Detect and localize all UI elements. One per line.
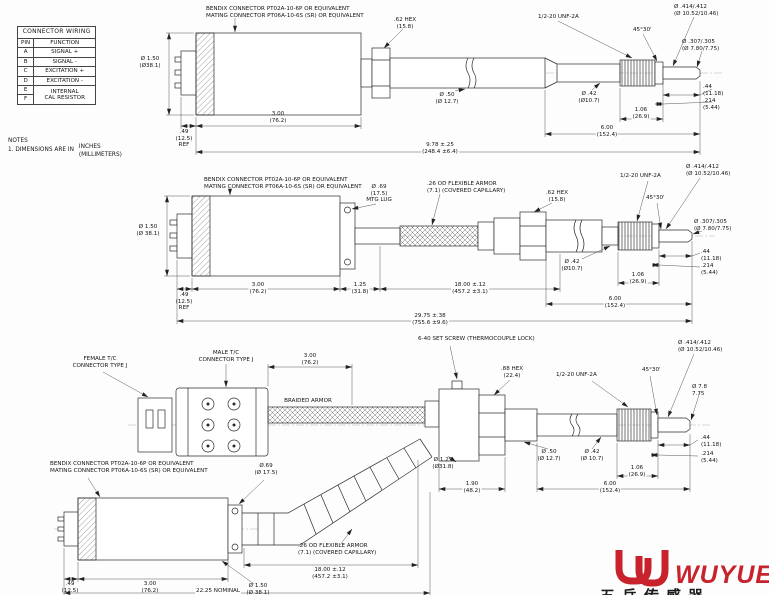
notes-inches: INCHES xyxy=(78,144,101,151)
d1-hex-label: .62 HEX (15.8) xyxy=(393,17,417,30)
table-row: E INTERNAL CAL RESISTOR xyxy=(16,84,97,105)
d2-tip-major-dia: Ø .414/.412 (Ø 10.52/10.46) xyxy=(686,164,731,177)
d2-dim-600: 6.00 (152.4) xyxy=(603,296,627,310)
d2-connector-note: BENDIX CONNECTOR PT02A-10-6P OR EQUIVALE… xyxy=(204,177,362,190)
transducer-drawing-2 xyxy=(164,177,715,324)
d3-male-tc-label: MALE T/C CONNECTOR TYPE J xyxy=(198,350,254,363)
d1-dim-600: 6.00 (152.4) xyxy=(595,125,619,139)
d3-dim-106: 1.06 (26.9) xyxy=(627,465,647,479)
wiring-col-function: FUNCTION xyxy=(33,37,97,49)
wiring-col-pin: PIN xyxy=(16,37,35,49)
notes-millimeters: (MILLIMETERS) xyxy=(78,152,122,159)
d1-dim-300: 3.00 (76.2) xyxy=(269,111,287,124)
d3-thread-label: 1/2-20 UNF-2A xyxy=(556,372,597,378)
d2-armor-label: .26 OD FLEXIBLE ARMOR (7.1) (COVERED CAP… xyxy=(427,181,506,194)
notes-line1: 1. DIMENSIONS ARE IN xyxy=(8,147,74,154)
d2-dim-214: .214 (5.44) xyxy=(701,263,718,276)
d3-stem-dia: Ø .42 (Ø 10.7) xyxy=(580,449,604,462)
d1-body-dia: Ø 1.50 (Ø38.1) xyxy=(139,56,161,69)
d3-tip-major-dia: Ø .414/.412 (Ø 10.52/10.46) xyxy=(678,340,723,353)
table-row: A SIGNAL + xyxy=(16,47,97,58)
d2-hex-label: .62 HEX (15.8) xyxy=(545,190,569,203)
d2-dim-106: 1.06 (26.9) xyxy=(628,272,648,286)
table-row: B SIGNAL - xyxy=(16,56,97,68)
d2-mtg-lug-label: Ø .69 (17.5) MTG LUG xyxy=(366,184,392,204)
pin-cell: B xyxy=(16,56,35,68)
d3-shaft-dia: Ø .50 (Ø 12.7) xyxy=(537,449,561,462)
d3-hex-label: .88 HEX (22.4) xyxy=(500,366,524,379)
notes-heading: NOTES xyxy=(8,138,28,144)
d2-dim-44: .44 (11.18) xyxy=(701,249,722,262)
d1-dim-106: 1.06 (26.9) xyxy=(631,107,651,121)
d1-tip-minor-dia: Ø .307/.305 (Ø 7.80/7.75) xyxy=(682,39,720,52)
d2-dim-49-ref: .49 (12.5) REF xyxy=(175,292,193,312)
d1-tip-major-dia: Ø .414/.412 (Ø 10.52/10.46) xyxy=(674,4,719,17)
d1-chamfer-label: 45°30' xyxy=(633,27,652,33)
d3-braided-armor-label: BRAIDED ARMOR xyxy=(283,398,333,405)
table-row: D EXCITATION - xyxy=(16,75,97,87)
d3-body-dia: Ø 1.50 (Ø 38.1) xyxy=(246,583,270,595)
d3-dim-600: 6.00 (152.4) xyxy=(598,481,622,495)
d2-dim-125: 1.25 (31.8) xyxy=(350,282,370,296)
d2-overall-length: 29.75 ±.38 (755.6 ±9.6) xyxy=(411,313,449,327)
d3-connector-note: BENDIX CONNECTOR PT02A-10-6P OR EQUIVALE… xyxy=(50,461,208,474)
d2-chamfer-label: 45°30' xyxy=(646,195,665,201)
pin-cell: D xyxy=(16,75,35,87)
footer-partial-text: 五岳传感器 xyxy=(600,585,710,595)
wuyue-logo-mark xyxy=(615,550,669,587)
transducer-drawing-3 xyxy=(54,345,712,595)
d3-dim-300-bottom: 3.00 (76.2) xyxy=(141,581,159,594)
d2-dim-1800: 18.00 ±.12 (457.2 ±3.1) xyxy=(451,282,489,296)
d3-flange-dia: Ø 1.25 (Ø31.8) xyxy=(432,457,454,470)
d1-dim-214: .214 (5.44) xyxy=(703,98,720,111)
d3-overall-length: 22.25 NOMINAL (565.2) xyxy=(195,588,241,595)
d3-lug-dia: Ø.69 (Ø 17.5) xyxy=(254,463,278,476)
d3-dim-190: 1.90 (48.2) xyxy=(462,481,482,495)
d3-dim-214: .214 (5.44) xyxy=(701,451,718,464)
table-row: C EXCITATION + xyxy=(16,66,97,77)
wiring-table-title: CONNECTOR WIRING xyxy=(16,26,97,39)
d1-dim-44: .44 (11.18) xyxy=(703,84,724,97)
d1-connector-note: BENDIX CONNECTOR PT02A-10-6P OR EQUIVALE… xyxy=(206,6,364,19)
table-row: F xyxy=(16,94,96,105)
function-cell: EXCITATION - xyxy=(33,75,97,87)
d1-thread-label: 1/2-20 UNF-2A xyxy=(538,14,579,20)
d1-stem-dia: Ø .42 (Ø10.7) xyxy=(578,91,600,104)
d2-thread-label: 1/2-20 UNF-2A xyxy=(620,173,661,179)
pin-cell: C xyxy=(16,66,35,77)
d2-body-dia: Ø 1.50 (Ø 38.1) xyxy=(136,224,160,237)
function-cell: INTERNAL CAL RESISTOR xyxy=(33,85,97,105)
d3-tip-minor-dia: Ø 7.8 7.75 xyxy=(692,384,708,397)
pin-cell: F xyxy=(16,94,35,105)
d3-dim-300-top: 3.00 (76.2) xyxy=(300,353,320,367)
d3-female-tc-label: FEMALE T/C CONNECTOR TYPE J xyxy=(72,356,128,369)
d1-shaft-dia: Ø .50 (Ø 12.7) xyxy=(435,92,459,105)
d1-dim-49-ref: .49 (12.5) REF xyxy=(175,129,193,149)
d3-armor-label: .26 OD FLEXIBLE ARMOR (7.1) (COVERED CAP… xyxy=(298,543,377,556)
d2-dim-300: 3.00 (76.2) xyxy=(248,282,268,296)
function-cell: SIGNAL + xyxy=(33,47,97,58)
d2-tip-minor-dia: Ø .307/.305 (Ø 7.80/7.75) xyxy=(694,219,732,232)
transducer-drawing-1 xyxy=(166,16,722,155)
function-cell: SIGNAL - xyxy=(33,56,97,68)
d3-chamfer-label: 45°30' xyxy=(642,367,661,373)
function-cell: EXCITATION + xyxy=(33,66,97,77)
d3-dim-44: .44 (11.18) xyxy=(701,435,722,448)
wuyue-logo: WUYUE xyxy=(614,546,769,588)
d3-dim-1800: 18.00 ±.12 (457.2 ±3.1) xyxy=(312,567,348,580)
d3-setscrew-label: 6-40 SET SCREW (THERMOCOUPLE LOCK) xyxy=(418,336,535,342)
pin-cell: A xyxy=(16,47,35,58)
d2-stem-dia: Ø .42 (Ø10.7) xyxy=(561,259,583,272)
d3-dim-49: .49 (12.5) xyxy=(61,581,79,594)
pin-cell: E xyxy=(16,84,35,96)
d1-overall-length: 9.78 ±.25 (248.4 ±6.4) xyxy=(421,142,459,156)
wuyue-wordmark: WUYUE xyxy=(675,561,769,590)
notes-block: NOTES 1. DIMENSIONS ARE IN INCHES (MILLI… xyxy=(8,137,122,160)
connector-wiring-table: CONNECTOR WIRING PIN FUNCTION A SIGNAL +… xyxy=(16,26,97,105)
